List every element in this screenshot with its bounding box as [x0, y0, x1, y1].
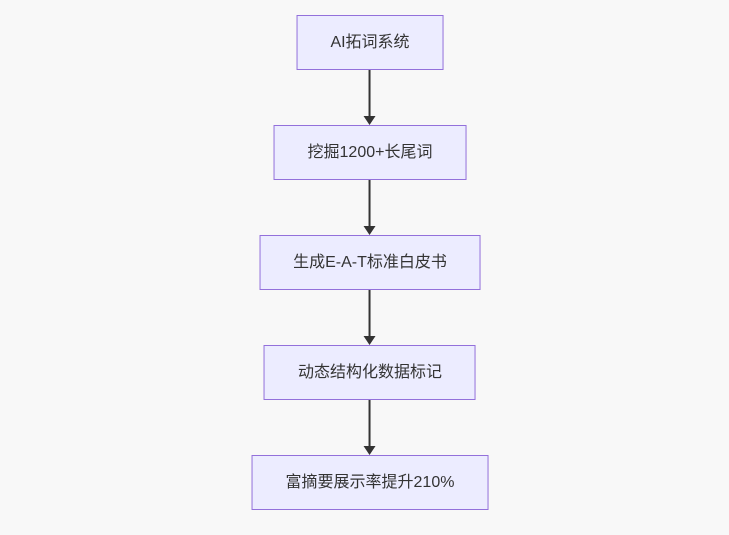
flowchart: AI拓词系统 挖掘1200+长尾词 生成E-A-T标准白皮书 动态结构化数据标记 — [251, 15, 489, 510]
node-label: 挖掘1200+长尾词 — [307, 143, 433, 161]
edge-line — [369, 400, 371, 446]
arrowhead-icon — [364, 226, 376, 235]
flowchart-edge-2 — [364, 180, 376, 235]
flowchart-node-step3: 生成E-A-T标准白皮书 — [259, 235, 481, 290]
flowchart-node-step2: 挖掘1200+长尾词 — [273, 125, 467, 180]
flowchart-edge-1 — [364, 70, 376, 125]
arrowhead-icon — [364, 336, 376, 345]
edge-line — [369, 180, 371, 226]
node-label: 动态结构化数据标记 — [297, 363, 442, 381]
edge-line — [369, 290, 371, 336]
flowchart-node-step5: 富摘要展示率提升210% — [251, 455, 489, 510]
edge-line — [369, 70, 371, 116]
flowchart-edge-4 — [364, 400, 376, 455]
flowchart-node-step4: 动态结构化数据标记 — [263, 345, 476, 400]
node-label: 生成E-A-T标准白皮书 — [293, 253, 447, 271]
arrowhead-icon — [364, 116, 376, 125]
flowchart-node-step1: AI拓词系统 — [296, 15, 444, 70]
node-label: AI拓词系统 — [330, 33, 410, 51]
arrowhead-icon — [364, 446, 376, 455]
node-label: 富摘要展示率提升210% — [285, 473, 455, 491]
flowchart-edge-3 — [364, 290, 376, 345]
